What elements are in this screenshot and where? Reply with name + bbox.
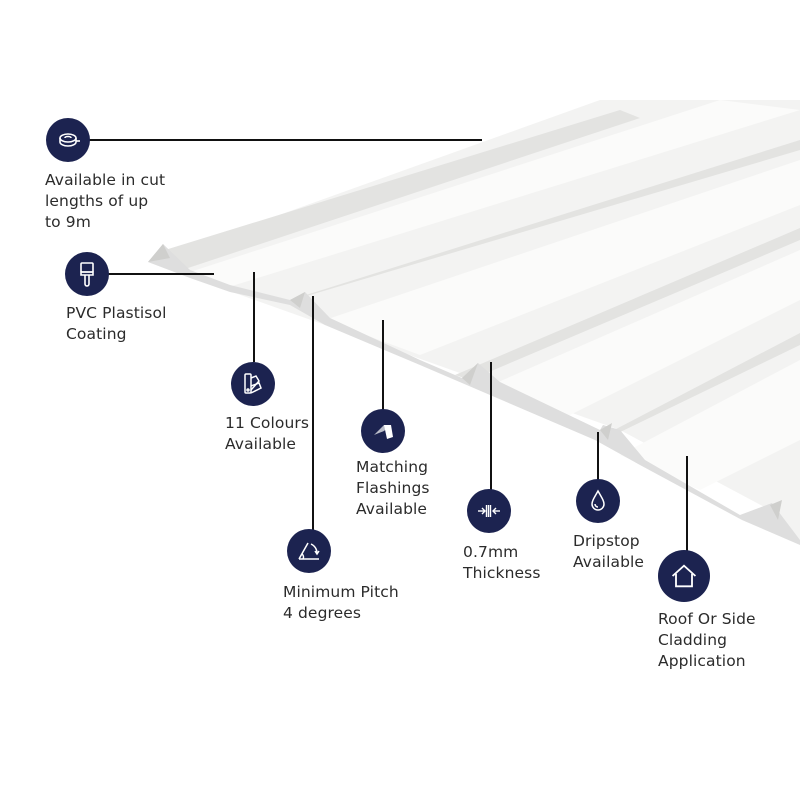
feature-label-pitch: Minimum Pitch 4 degrees (283, 583, 399, 622)
house-icon (658, 550, 710, 602)
leader-line-length (88, 139, 482, 141)
feature-label-colours: 11 Colours Available (225, 414, 310, 453)
leader-line-thickness (490, 362, 492, 490)
paint-brush-icon (65, 252, 109, 296)
colour-swatch-icon (231, 362, 275, 406)
feature-label-dripstop: Dripstop Available (573, 532, 645, 571)
thickness-icon (467, 489, 511, 533)
leader-line-coating (108, 273, 214, 275)
leader-line-flashings (382, 320, 384, 410)
leader-line-pitch (312, 296, 314, 530)
water-drop-icon (576, 479, 620, 523)
feature-label-thickness: 0.7mm Thickness (463, 543, 541, 582)
feature-label-flashings: Matching Flashings Available (356, 458, 430, 518)
feature-label-length: Available in cut lengths of up to 9m (45, 171, 166, 231)
tape-measure-icon (46, 118, 90, 162)
leader-line-application (686, 456, 688, 551)
flashing-icon (361, 409, 405, 453)
leader-line-colours (253, 272, 255, 362)
leader-line-dripstop (597, 432, 599, 480)
pitch-angle-icon (287, 529, 331, 573)
feature-label-coating: PVC Plastisol Coating (66, 304, 167, 343)
feature-label-application: Roof Or Side Cladding Application (658, 610, 756, 670)
